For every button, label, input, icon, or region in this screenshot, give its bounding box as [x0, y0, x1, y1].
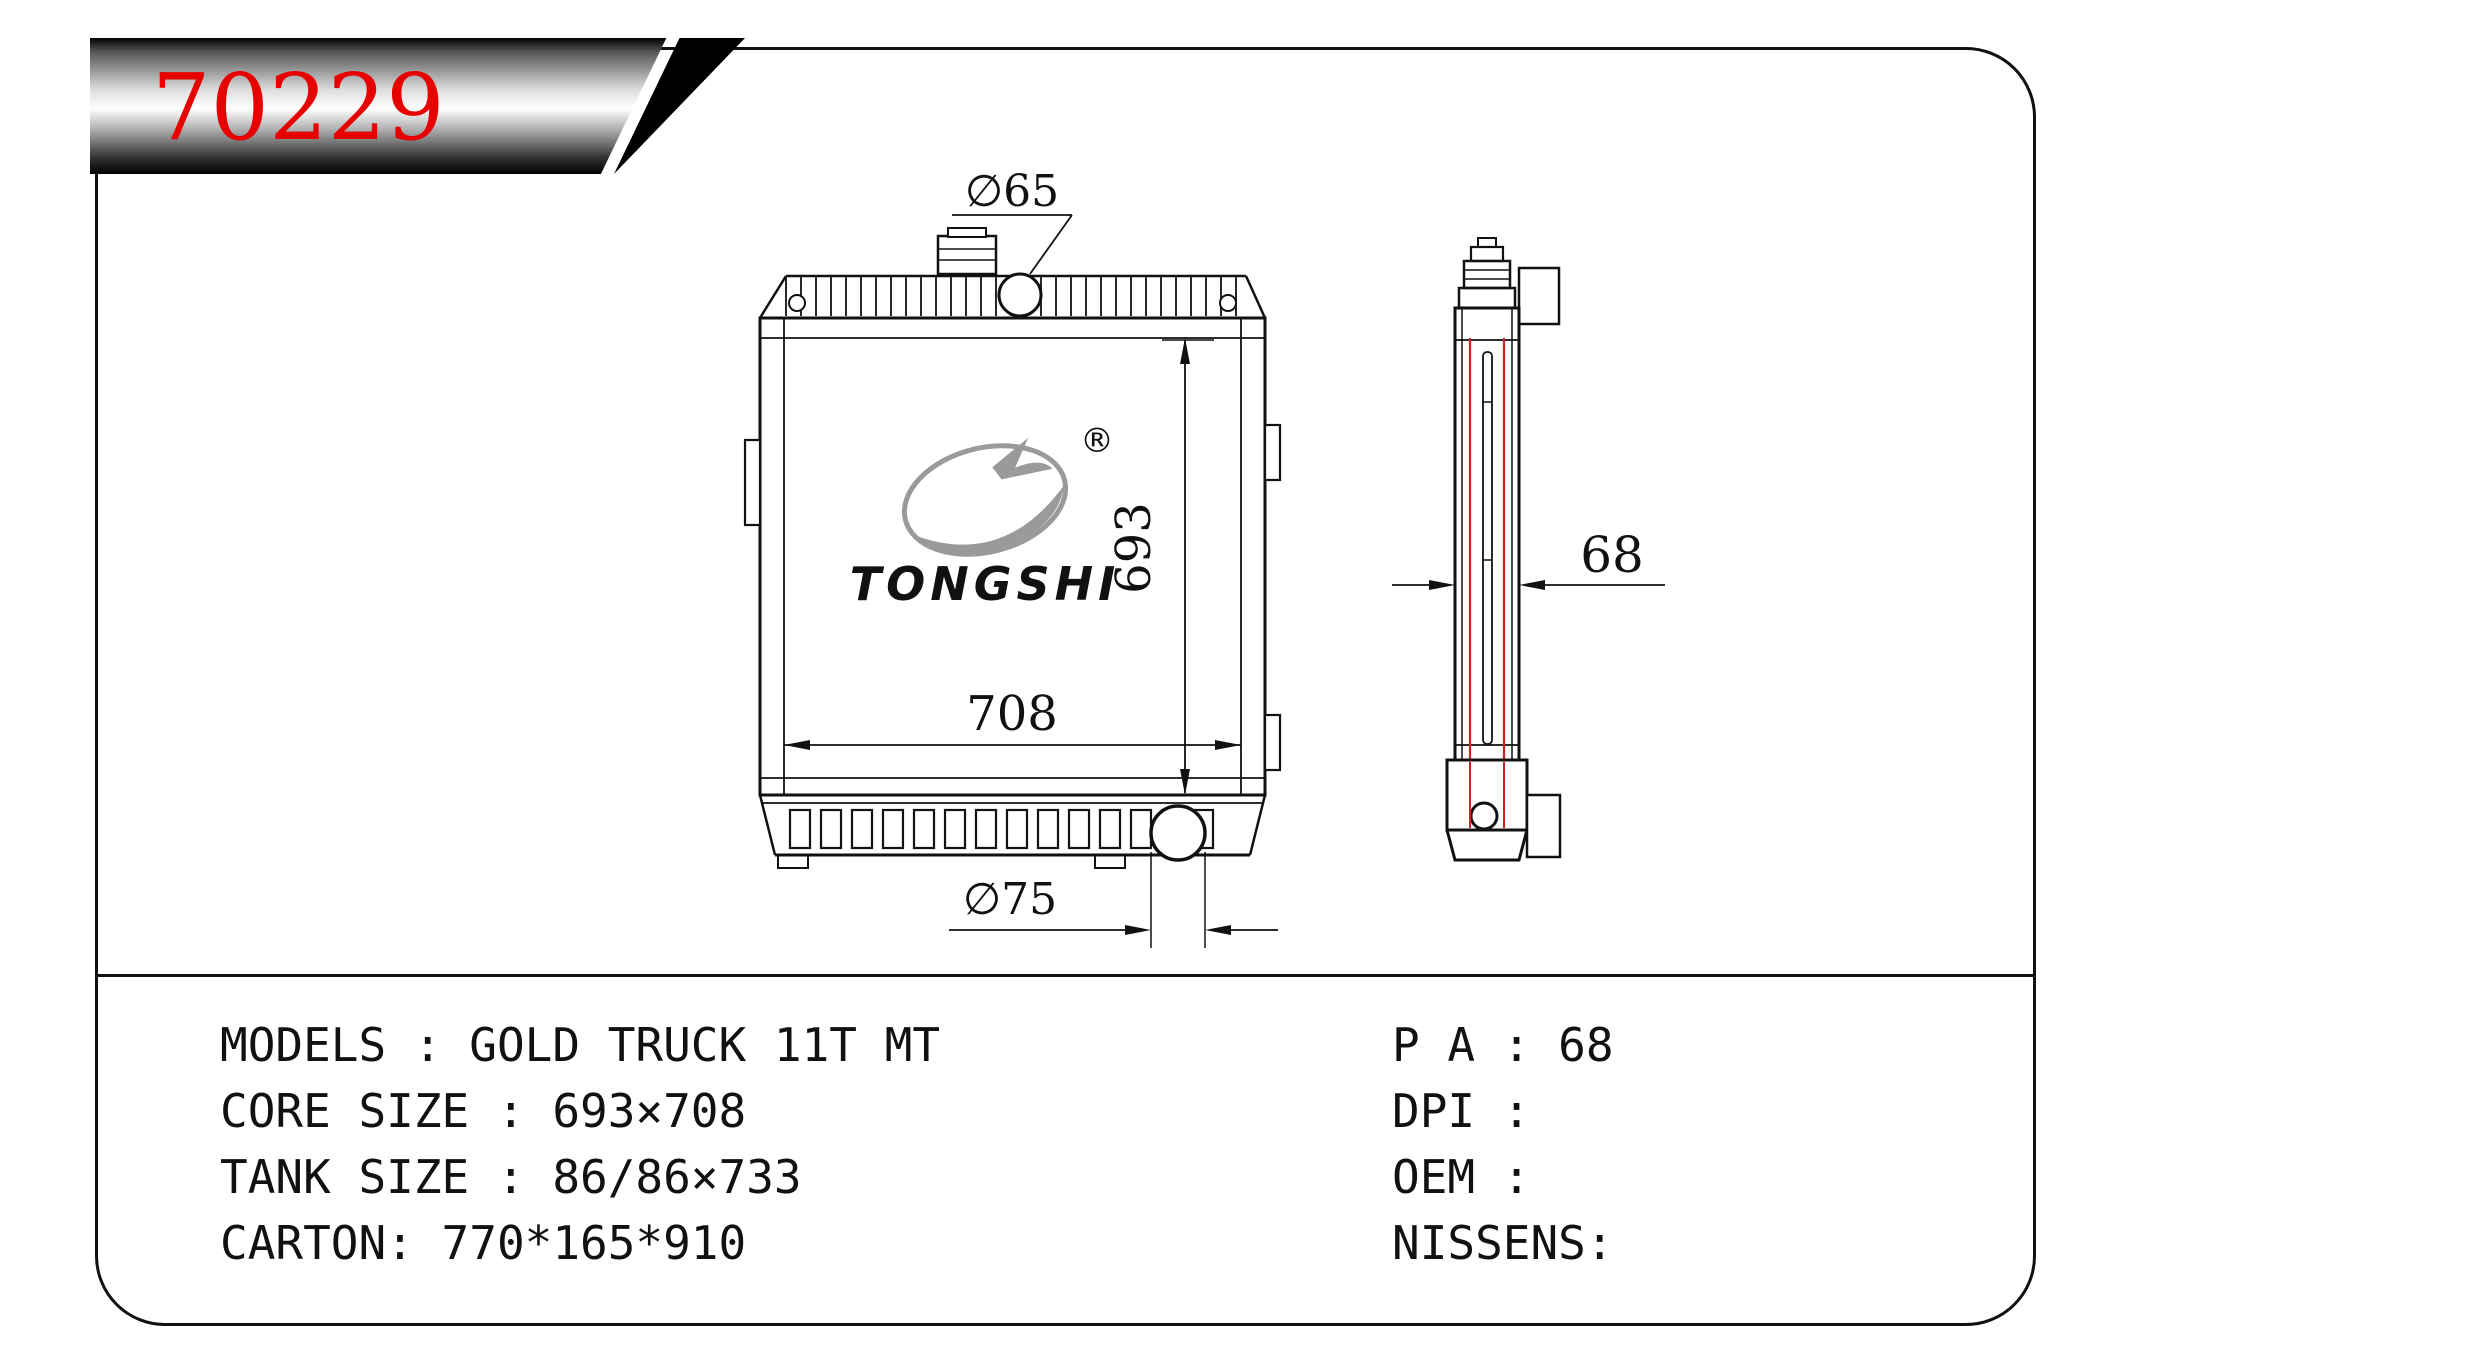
- cap-neck: [1457, 286, 1517, 310]
- tongshi-logo: ® TONGSHI: [850, 421, 1120, 611]
- spec-list-left: MODELS : GOLD TRUCK 11T MT CORE SIZE : 6…: [220, 1012, 940, 1276]
- arrowhead: [1180, 769, 1190, 795]
- spec-nissens: NISSENS:: [1392, 1216, 1614, 1270]
- cap-knob: [1469, 245, 1505, 263]
- spec-carton: CARTON: 770*165*910: [220, 1216, 747, 1270]
- slot: [1005, 808, 1029, 850]
- slot: [881, 808, 905, 850]
- bracket-markings-red: [1469, 762, 1505, 828]
- bolt-hole-left: [788, 294, 806, 312]
- slot: [788, 808, 812, 850]
- bottom-left-ramp: [758, 794, 777, 856]
- spec-oem: OEM :: [1392, 1150, 1531, 1204]
- bracket-right-upper: [1263, 423, 1282, 482]
- dim-leader: [1029, 214, 1073, 275]
- slot: [819, 808, 843, 850]
- arrowhead: [1215, 740, 1241, 750]
- dim-top-hole-label: ∅65: [965, 166, 1059, 217]
- side-view: 68: [1392, 237, 1665, 862]
- slot: [850, 808, 874, 850]
- tongshi-logo-mark: [901, 437, 1069, 557]
- spec-pa: P A : 68: [1392, 1018, 1614, 1072]
- front-view: [743, 227, 1282, 869]
- bottom-bracket: [1445, 758, 1529, 832]
- bottom-right-ramp: [1248, 794, 1267, 856]
- banner-ribbon: [90, 38, 667, 174]
- inlet-hole: [997, 272, 1043, 318]
- bracket-right-lower: [1263, 713, 1282, 772]
- spec-tank-size: TANK SIZE : 86/86×733: [220, 1150, 802, 1204]
- arrowhead: [1180, 338, 1190, 364]
- slot: [1098, 808, 1122, 850]
- overflow-pipe-top: [1517, 266, 1561, 326]
- slot: [912, 808, 936, 850]
- slot: [974, 808, 998, 850]
- spec-core-size: CORE SIZE : 693×708: [220, 1084, 747, 1138]
- spec-list-right: P A : 68 DPI : OEM : NISSENS:: [1392, 1012, 1614, 1276]
- bottom-foot: [1445, 829, 1529, 862]
- center-channel: [1482, 351, 1493, 745]
- foot-left: [777, 854, 809, 869]
- core-markings-red: [1468, 338, 1506, 814]
- filler-neck: [936, 234, 998, 276]
- slot: [1067, 808, 1091, 850]
- side-body: [1453, 306, 1521, 762]
- cap-knob-top: [1477, 237, 1497, 248]
- registered-mark: ®: [1080, 421, 1114, 461]
- dimension-annotations: ∅65 693 708 ∅75: [784, 166, 1278, 948]
- logo-wordmark: TONGSHI: [850, 557, 1120, 611]
- bracket-left: [743, 438, 762, 527]
- arrowhead: [1429, 580, 1455, 590]
- foot-right: [1094, 854, 1126, 869]
- arrowhead: [1519, 580, 1545, 590]
- spec-dpi: DPI :: [1392, 1084, 1531, 1138]
- dim-thickness-label: 68: [1580, 526, 1644, 584]
- part-number: 70229: [152, 54, 445, 161]
- outlet-hole: [1149, 804, 1207, 862]
- fin-left-ramp: [758, 275, 788, 319]
- arrowhead: [784, 740, 810, 750]
- arrowhead: [1125, 925, 1151, 935]
- section-divider: [95, 974, 2033, 977]
- arrowhead: [1205, 925, 1231, 935]
- slot: [943, 808, 967, 850]
- overflow-pipe-bottom: [1525, 793, 1562, 859]
- part-number-banner: 70229: [90, 38, 745, 174]
- dim-bottom-hole-label: ∅75: [963, 874, 1057, 925]
- core-outline: [758, 316, 1267, 797]
- spec-models: MODELS : GOLD TRUCK 11T MT: [220, 1018, 941, 1072]
- filler-cap: [947, 227, 987, 238]
- dim-core-width-label: 708: [966, 686, 1058, 742]
- dim-core-height-label: 693: [1106, 502, 1162, 594]
- slot: [1036, 808, 1060, 850]
- fin-right-ramp: [1244, 275, 1267, 319]
- bolt-hole-right: [1219, 294, 1237, 312]
- cap-body: [1462, 259, 1512, 290]
- slot: [1129, 808, 1153, 850]
